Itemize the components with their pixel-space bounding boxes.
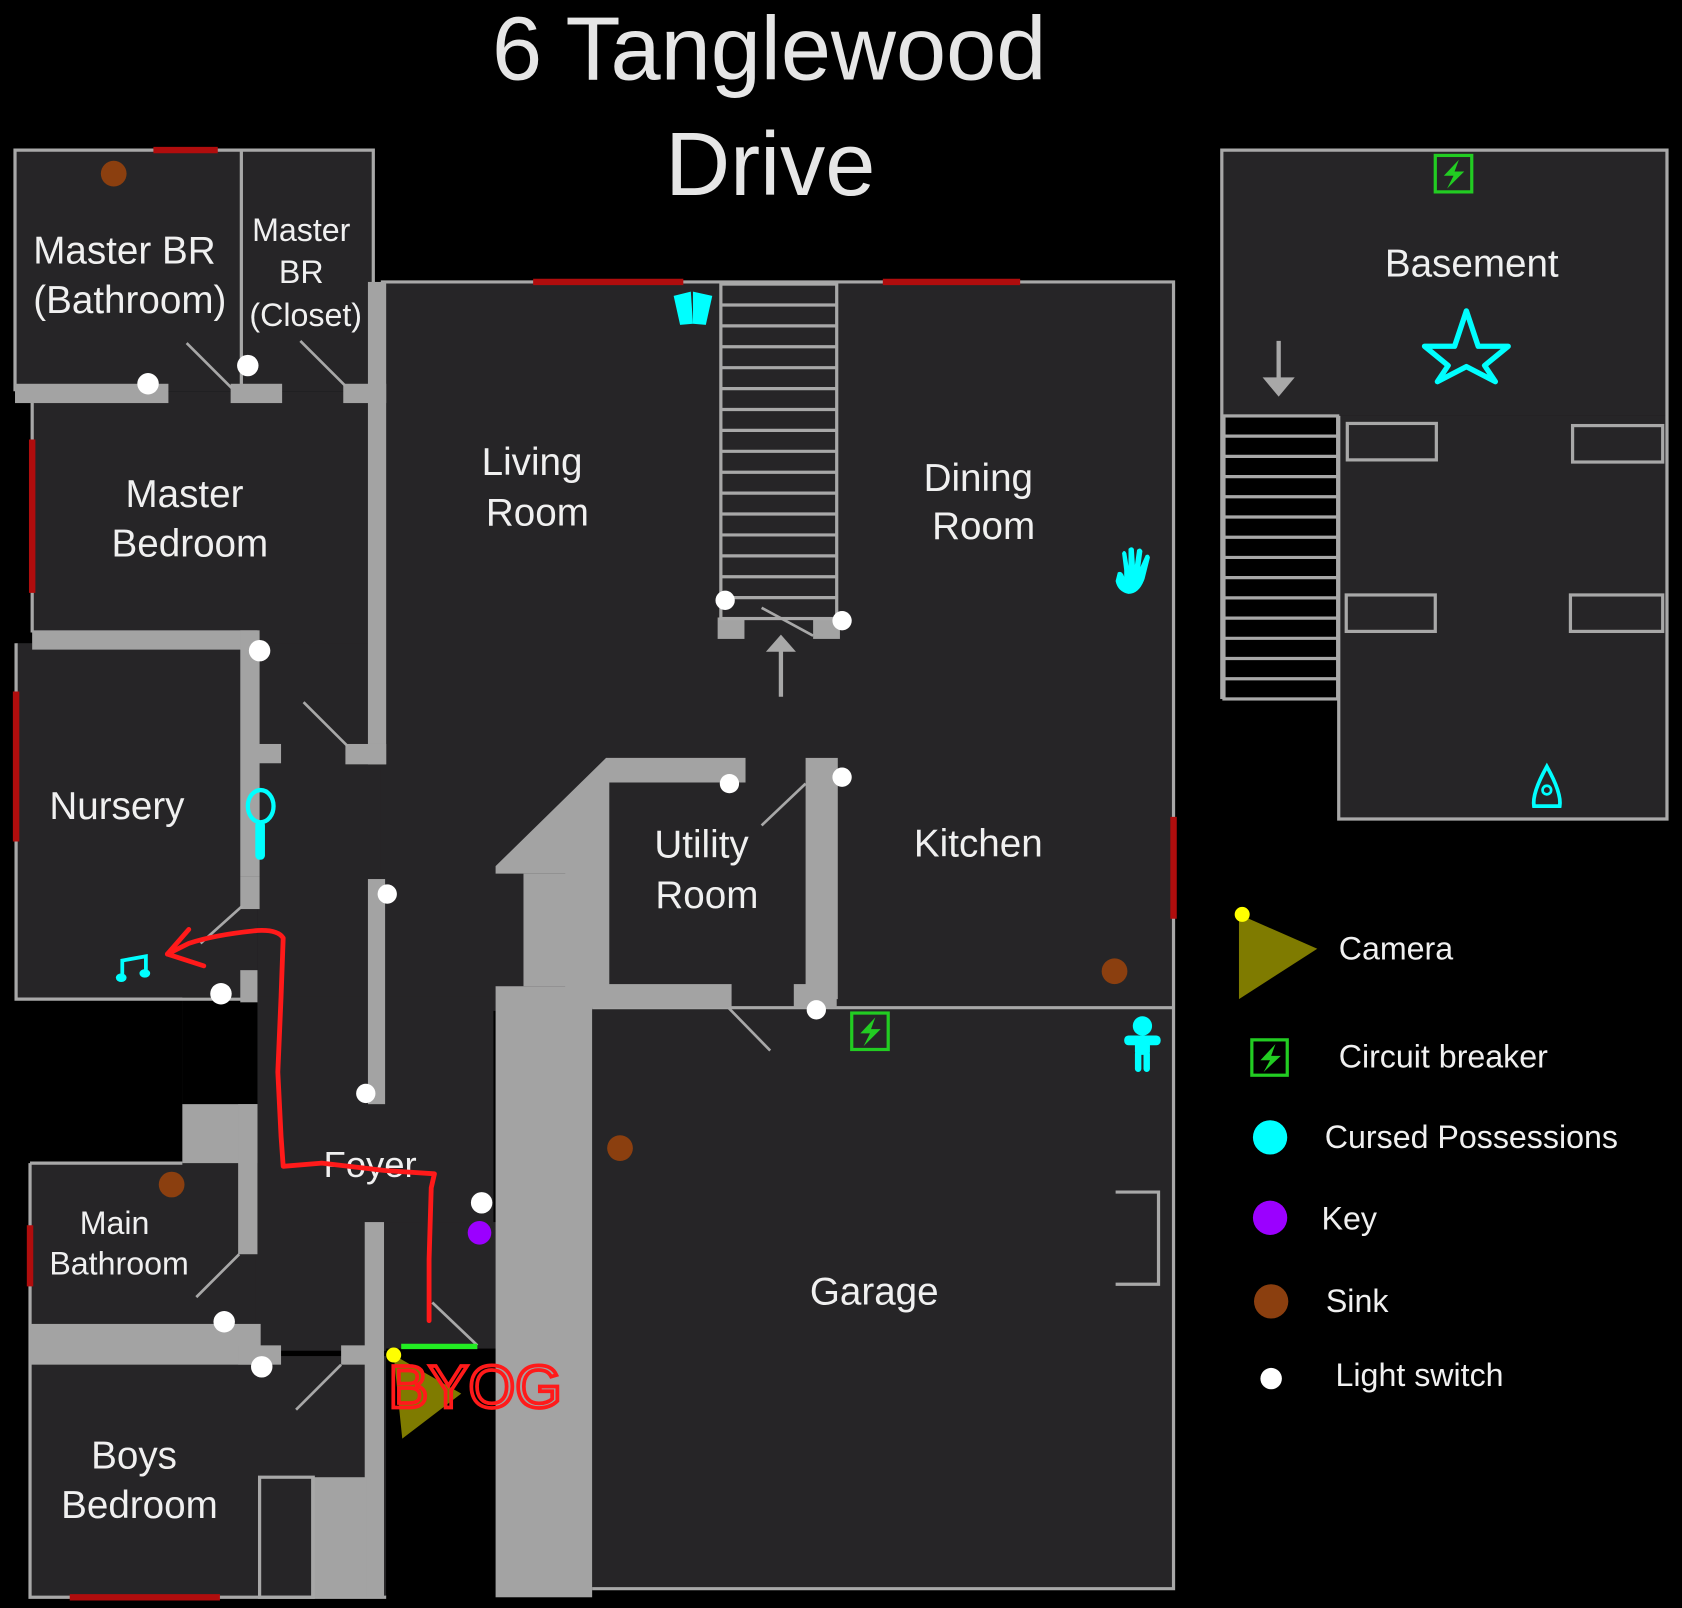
windows: [12, 146, 1177, 1601]
room-label-living-room: Living Room: [482, 441, 594, 534]
music-box-icon: [115, 953, 151, 982]
light-switch-icon: [248, 639, 271, 662]
circuit-breaker-icon: [850, 1011, 890, 1052]
legend-item-light-switch: Light switch: [1260, 1357, 1504, 1393]
light-switch-dot: [1260, 1367, 1282, 1390]
basement-staircase: [1222, 340, 1340, 701]
light-switch-icon: [832, 767, 852, 787]
light-switch-icon: [377, 884, 397, 904]
room-label-main-bathroom: Main Bathroom: [49, 1205, 188, 1282]
svg-text:Light switch: Light switch: [1336, 1357, 1504, 1393]
light-switches: [137, 354, 852, 1378]
light-switch-icon: [210, 983, 232, 1005]
camera-icon: [1238, 914, 1318, 1000]
map-title-line2: Drive: [665, 114, 875, 215]
svg-text:Circuit breaker: Circuit breaker: [1339, 1039, 1548, 1075]
room-label-boys-bedroom: Boys Bedroom: [61, 1435, 218, 1527]
doors: [185, 339, 814, 1411]
light-switch-icon: [251, 1356, 273, 1378]
sink-icon: [158, 1171, 185, 1198]
hand-icon: [1115, 547, 1150, 594]
sink-dot: [1253, 1284, 1289, 1319]
map-title-line1: 6 Tanglewood: [492, 0, 1046, 99]
annotation-path: [164, 927, 437, 1324]
sink-icon: [100, 160, 127, 187]
light-switch-icon: [715, 590, 735, 610]
room-label-master-bedroom: Master Bedroom: [112, 473, 269, 565]
mirror-icon: [245, 787, 276, 860]
svg-text:Camera: Camera: [1339, 930, 1454, 966]
room-labels: Master BR (Bathroom) Master BR (Closet) …: [33, 212, 1559, 1527]
svg-text:Key: Key: [1322, 1201, 1378, 1237]
circuit-breaker-icon: [1250, 1038, 1289, 1077]
arrow-down-icon: [1262, 377, 1295, 397]
svg-text:BYOG: BYOG: [388, 1354, 562, 1421]
svg-text:Sink: Sink: [1326, 1283, 1389, 1319]
annotation-text: BYOG: [386, 1352, 563, 1423]
cursed-possession-dot: [1252, 1120, 1288, 1155]
room-label-garage: Garage: [810, 1271, 939, 1314]
room-label-nursery: Nursery: [49, 785, 185, 828]
tarot-cards-icon: [673, 291, 713, 325]
room-label-kitchen: Kitchen: [914, 823, 1043, 866]
sinks: [100, 160, 1128, 1198]
light-switch-icon: [356, 1083, 376, 1104]
legend-item-camera: Camera: [1234, 906, 1454, 1000]
light-switch-icon: [213, 1311, 235, 1333]
circuit-breaker-icon: [1433, 153, 1474, 194]
voodoo-doll-icon: [1124, 1016, 1161, 1072]
light-switch-icon: [806, 1000, 826, 1020]
sink-icon: [607, 1135, 633, 1161]
room-label-dining-room: Dining Room: [924, 457, 1044, 548]
main-staircase: [719, 282, 839, 697]
summoning-circle-icon: [1421, 308, 1511, 385]
ouija-board-icon: [1531, 762, 1562, 809]
circuit-breakers: [850, 153, 1474, 1052]
light-switch-icon: [719, 773, 740, 794]
room-label-master-br-closet: Master BR (Closet): [249, 212, 362, 333]
room-label-master-br-bathroom: Master BR (Bathroom): [33, 230, 226, 322]
key-dot: [1252, 1200, 1288, 1235]
svg-text:Cursed Possessions: Cursed Possessions: [1325, 1119, 1618, 1155]
cursed-possessions: [115, 291, 1562, 1072]
walls: [13, 148, 1669, 1599]
light-switch-icon: [237, 354, 259, 377]
legend-item-sink: Sink: [1253, 1283, 1389, 1319]
room-label-utility-room: Utility Room: [654, 824, 759, 917]
legend-item-key: Key: [1252, 1200, 1378, 1237]
legend-item-cursed-possessions: Cursed Possessions: [1252, 1119, 1618, 1155]
sink-icon: [1101, 958, 1128, 985]
light-switch-icon: [470, 1192, 493, 1214]
legend: Camera Circuit breaker Cursed Possession…: [1234, 906, 1618, 1393]
light-switch-icon: [832, 611, 852, 631]
room-label-basement: Basement: [1385, 243, 1559, 286]
key-icon: [467, 1221, 492, 1245]
legend-item-circuit-breaker: Circuit breaker: [1250, 1038, 1548, 1077]
camera-icon: [386, 1347, 462, 1439]
light-switch-icon: [137, 373, 159, 395]
